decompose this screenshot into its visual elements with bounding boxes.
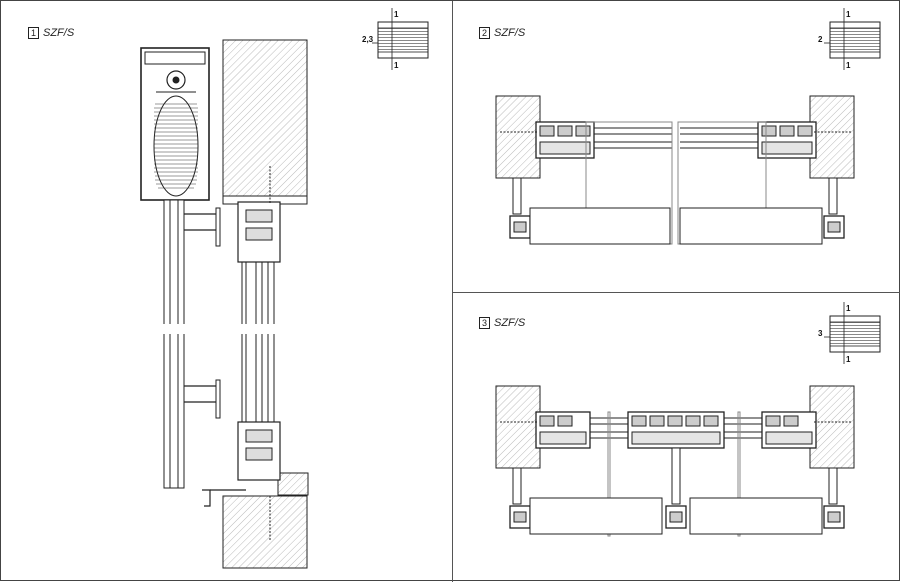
key-2-top: 1 bbox=[846, 10, 851, 19]
panel-divider-horizontal bbox=[452, 292, 900, 293]
panel-2-code: SZF/S bbox=[494, 27, 526, 39]
panel-2-label: 2 SZF/S bbox=[479, 27, 525, 39]
key-icon-panel-2: 1 2 1 bbox=[818, 8, 881, 70]
panel-1-label: 1 SZF/S bbox=[28, 27, 74, 39]
panel-2-section bbox=[495, 95, 855, 245]
panel-3-number: 3 bbox=[479, 317, 490, 329]
key-3-side: 3 bbox=[818, 329, 823, 338]
panel-3-label: 3 SZF/S bbox=[479, 317, 525, 329]
key-2-side: 2 bbox=[818, 35, 823, 44]
panel-divider-vertical bbox=[452, 1, 453, 582]
panel-3-section bbox=[495, 385, 855, 537]
key-icon-panel-1: 1 2,3 1 bbox=[362, 8, 429, 70]
key-1-bottom: 1 bbox=[394, 61, 399, 70]
key-1-top: 1 bbox=[394, 10, 399, 19]
key-1-side: 2,3 bbox=[362, 35, 374, 44]
panel-1-number: 1 bbox=[28, 27, 39, 39]
panel-2-number: 2 bbox=[479, 27, 490, 39]
coiled-slats bbox=[153, 95, 199, 197]
panel-1-code: SZF/S bbox=[43, 27, 75, 39]
wall-lintel bbox=[222, 39, 308, 197]
key-2-bottom: 1 bbox=[846, 61, 851, 70]
key-icon-panel-3: 1 3 1 bbox=[818, 302, 881, 364]
key-3-top: 1 bbox=[846, 304, 851, 313]
wall-sill bbox=[222, 495, 308, 569]
left-jamb-3 bbox=[495, 385, 541, 469]
left-jamb bbox=[495, 95, 541, 179]
panel-3-code: SZF/S bbox=[494, 317, 526, 329]
key-3-bottom: 1 bbox=[846, 355, 851, 364]
panel-1-section bbox=[140, 39, 315, 569]
